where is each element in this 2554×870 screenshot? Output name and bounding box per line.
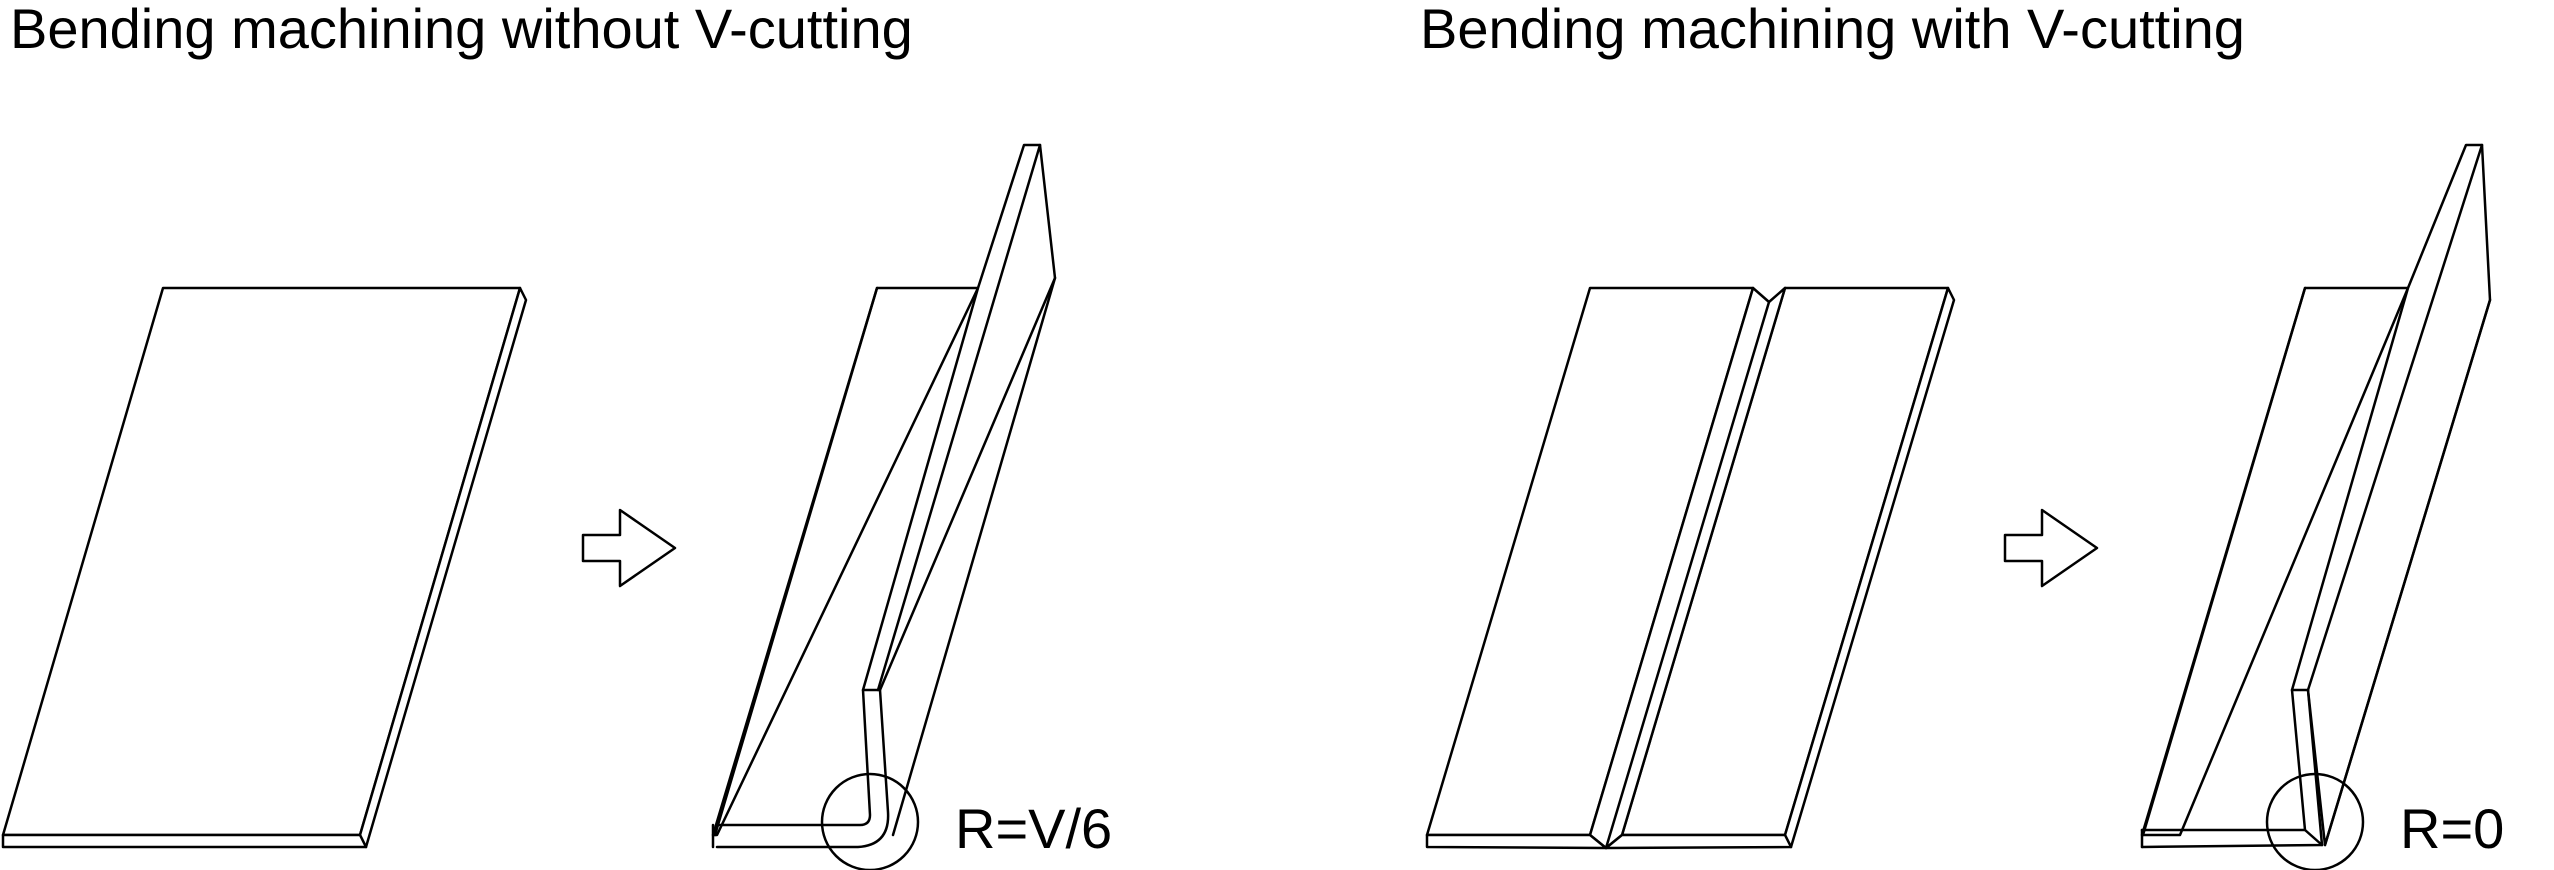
radius-label-with-v-cutting: R=0 xyxy=(2400,797,2504,860)
right-arrow-icon xyxy=(581,508,677,588)
panel-title-with-v-cutting: Bending machining with V-cutting xyxy=(1420,0,2245,60)
right-arrow-icon-2 xyxy=(2003,508,2099,588)
radius-label-without-v-cutting: R=V/6 xyxy=(955,797,1112,860)
panel-title-without-v-cutting: Bending machining without V-cutting xyxy=(10,0,913,60)
bent-sheet-sharp xyxy=(2140,143,2492,870)
bend-corner-circle xyxy=(2265,772,2365,870)
panel-with-v-cutting: Bending machining with V-cutting xyxy=(1420,0,2504,870)
flat-sheet-plain xyxy=(1,286,528,849)
panel-without-v-cutting: Bending machining without V-cutting xyxy=(1,0,1112,870)
flat-sheet-v-groove xyxy=(1425,286,1956,850)
bent-sheet-with-radius xyxy=(711,143,1057,870)
bend-radius-circle xyxy=(820,772,920,870)
